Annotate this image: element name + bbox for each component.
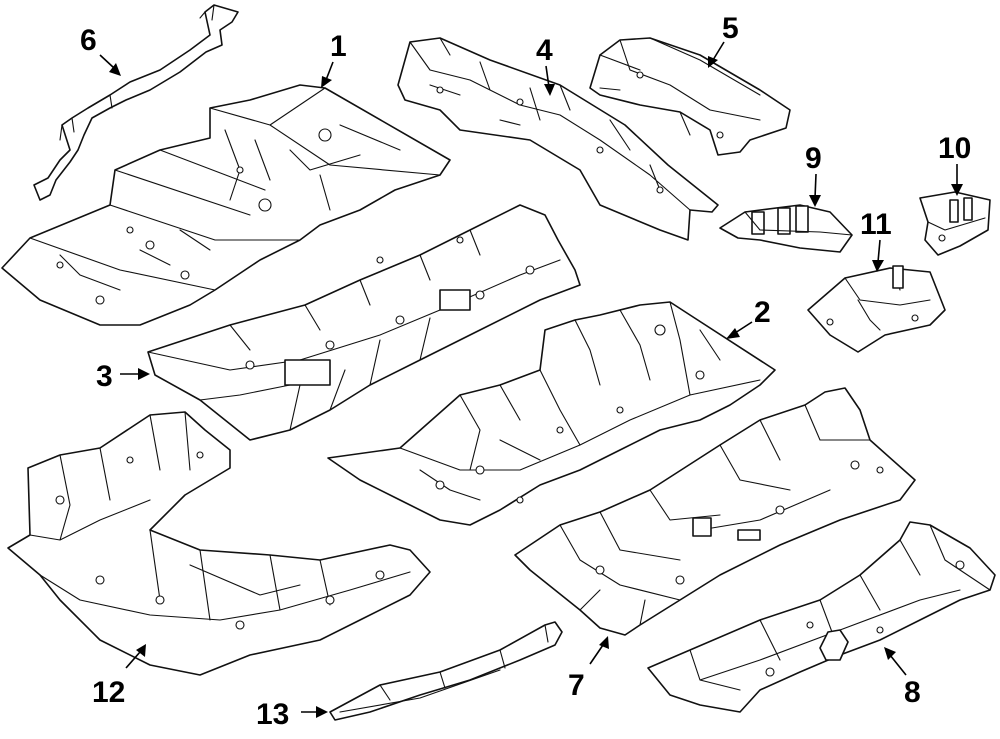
callout-1-label: 1 [330, 30, 347, 63]
part-4-tunnel [397, 37, 719, 241]
callout-8-label: 8 [904, 676, 921, 709]
callout-9-label: 9 [805, 142, 822, 175]
callout-3-label: 3 [96, 360, 113, 393]
callout-4: 4 [536, 34, 555, 96]
part-11-bracket [807, 265, 946, 353]
callout-12: 12 [92, 644, 146, 709]
callout-5: 5 [708, 12, 739, 68]
callout-4-label: 4 [536, 34, 553, 67]
callout-2-label: 2 [754, 296, 771, 329]
callout-10: 10 [938, 132, 971, 196]
callout-11-label: 11 [860, 208, 892, 241]
callout-11: 11 [860, 208, 892, 272]
part-13-rail [329, 621, 563, 721]
callout-13-label: 13 [256, 698, 289, 731]
part-3-rear-floor [147, 204, 581, 441]
part-10-bracket [919, 191, 991, 256]
part-7-rear-underbody [514, 387, 916, 636]
callout-6-label: 6 [80, 24, 97, 57]
callout-7: 7 [568, 636, 609, 702]
callout-6: 6 [80, 24, 121, 76]
callout-3: 3 [96, 360, 150, 393]
callout-8: 8 [884, 647, 921, 709]
part-12-front-underbody [7, 411, 431, 676]
callout-7-label: 7 [568, 669, 585, 702]
part-8-rear-undercover [647, 521, 996, 713]
callout-5-label: 5 [722, 12, 739, 45]
callout-13: 13 [256, 698, 328, 731]
part-6-brace [33, 4, 239, 201]
part-9-bracket [719, 204, 853, 253]
callout-2: 2 [726, 296, 771, 339]
callout-9: 9 [805, 142, 822, 207]
part-2-front-floor [327, 301, 776, 526]
part-1-front-floor [1, 84, 451, 326]
callout-12-label: 12 [92, 676, 125, 709]
callout-1: 1 [321, 30, 347, 88]
callout-10-label: 10 [938, 132, 971, 165]
part-5-bracket [589, 37, 791, 156]
